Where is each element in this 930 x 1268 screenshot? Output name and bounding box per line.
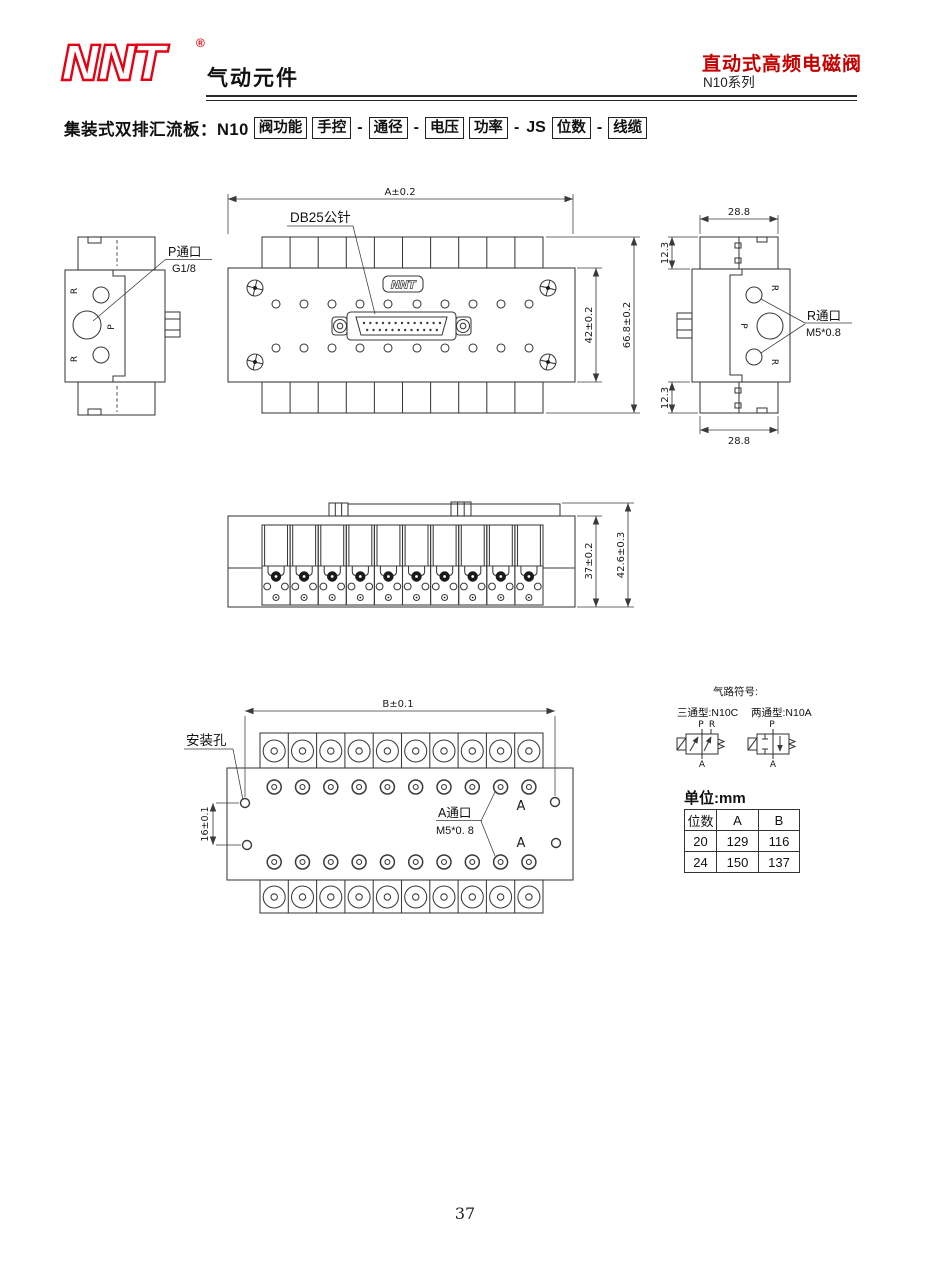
db25-label: DB25公针 xyxy=(290,210,351,225)
symbol-a-label: A xyxy=(770,760,777,770)
header-rule xyxy=(206,95,857,101)
symbol-r-label: R xyxy=(709,720,715,730)
code-box-valve-function: 阀功能 xyxy=(253,117,308,139)
dim-28-8-bottom: 28.8 xyxy=(728,436,750,447)
code-separator: - xyxy=(596,119,603,136)
series-subtitle: N10系列 xyxy=(703,75,755,90)
three-way-type-label: 三通型:N10C xyxy=(677,706,739,719)
ordering-code: 集装式双排汇流板：N10 阀功能 手控 - 通径 - 电压 功率 - JS 位数… xyxy=(64,116,648,140)
valve-symbol-3way: P R A xyxy=(676,720,726,770)
front-view: 37±0.2 42.6±0.3 xyxy=(227,501,634,608)
cell-a: 129 xyxy=(716,830,759,852)
brand-logo-text: NNT xyxy=(61,36,169,92)
dim-12-3-bottom: 12.3 xyxy=(660,387,671,409)
cell-b: 116 xyxy=(758,830,800,852)
code-box-manual-override: 手控 xyxy=(312,117,352,139)
code-box-orifice: 通径 xyxy=(368,117,408,139)
right-view-r-letter: R xyxy=(769,359,779,365)
brand-logo: NNT xyxy=(60,35,175,93)
two-way-type-label: 两通型:N10A xyxy=(751,706,812,719)
a-letter-bottom: A xyxy=(517,836,526,851)
code-box-power: 功率 xyxy=(468,117,508,139)
a-letter-top: A xyxy=(517,799,526,814)
mounting-hole-label: 安装孔 xyxy=(186,733,227,748)
valve-symbol-2way: P A xyxy=(747,720,797,770)
symbol-a-label: A xyxy=(699,760,706,770)
pneumatic-symbols: 气路符号: 三通型:N10C 两通型:N10A P R A xyxy=(676,685,812,770)
dim-37: 37±0.2 xyxy=(584,542,595,579)
col-header-stations: 位数 xyxy=(684,809,717,831)
code-box-voltage: 电压 xyxy=(424,117,464,139)
dim-42: 42±0.2 xyxy=(584,306,595,343)
a-port-thread: M5*0. 8 xyxy=(436,825,474,837)
cell-a: 150 xyxy=(716,851,759,873)
size-table: 位数 A B 20 129 116 24 150 137 xyxy=(684,809,800,873)
dim-42-6: 42.6±0.3 xyxy=(616,532,627,579)
code-separator: - xyxy=(513,119,520,136)
right-view-p-letter: P xyxy=(738,323,748,329)
page-number: 37 xyxy=(454,1204,476,1223)
symbols-title: 气路符号: xyxy=(713,685,758,698)
right-view-r-letter: R xyxy=(769,285,779,291)
cell-b: 137 xyxy=(758,851,800,873)
cell-stations: 24 xyxy=(684,851,717,873)
plan-view-logo: NNT xyxy=(391,279,417,292)
p-port-thread: G1/8 xyxy=(172,263,196,275)
ordering-code-prefix: 集装式双排汇流板：N10 xyxy=(64,121,249,139)
brand-product-name: 气动元件 xyxy=(207,67,299,90)
dim-16: 16±0.1 xyxy=(200,806,211,841)
bottom-view: B±0.1 安装孔 16±0.1 A通口 M5*0. 8 A A xyxy=(184,699,574,914)
size-table-row: 20 129 116 xyxy=(684,830,800,852)
dim-28-8-top: 28.8 xyxy=(728,207,750,218)
registered-trademark-icon: ® xyxy=(196,36,205,50)
code-js: JS xyxy=(526,119,546,136)
col-header-a: A xyxy=(716,809,759,831)
symbol-p-label: P xyxy=(769,720,775,730)
a-port-label: A通口 xyxy=(438,806,471,820)
db25-connector xyxy=(331,311,472,341)
plan-view: NNT xyxy=(227,187,640,414)
left-view-r-letter: R xyxy=(70,356,80,362)
page-title: 直动式高频电磁阀 xyxy=(702,54,863,75)
size-table-row: 24 150 137 xyxy=(684,851,800,873)
unit-label: 单位:mm xyxy=(684,790,746,807)
symbol-p-label: P xyxy=(698,720,704,730)
left-view-r-letter: R xyxy=(70,288,80,294)
cell-stations: 20 xyxy=(684,830,717,852)
right-end-view: R P R R通口 M5*0.8 28.8 12.3 xyxy=(660,207,852,447)
left-view-p-letter: P xyxy=(107,324,117,330)
dim-a: A±0.2 xyxy=(384,187,415,198)
p-port-label: P通口 xyxy=(168,245,201,259)
code-separator: - xyxy=(357,119,363,136)
dim-b: B±0.1 xyxy=(382,699,413,710)
dim-12-3-top: 12.3 xyxy=(660,242,671,264)
col-header-b: B xyxy=(758,809,800,831)
r-port-thread: M5*0.8 xyxy=(806,327,841,339)
code-separator: - xyxy=(413,119,419,136)
size-table-header-row: 位数 A B xyxy=(684,809,800,831)
r-port-label: R通口 xyxy=(807,309,841,323)
code-box-cable: 线缆 xyxy=(608,117,648,139)
code-box-stations: 位数 xyxy=(551,117,591,139)
left-end-view: R P R P通口 G1/8 xyxy=(64,236,212,416)
dim-66-8: 66.8±0.2 xyxy=(622,302,633,349)
